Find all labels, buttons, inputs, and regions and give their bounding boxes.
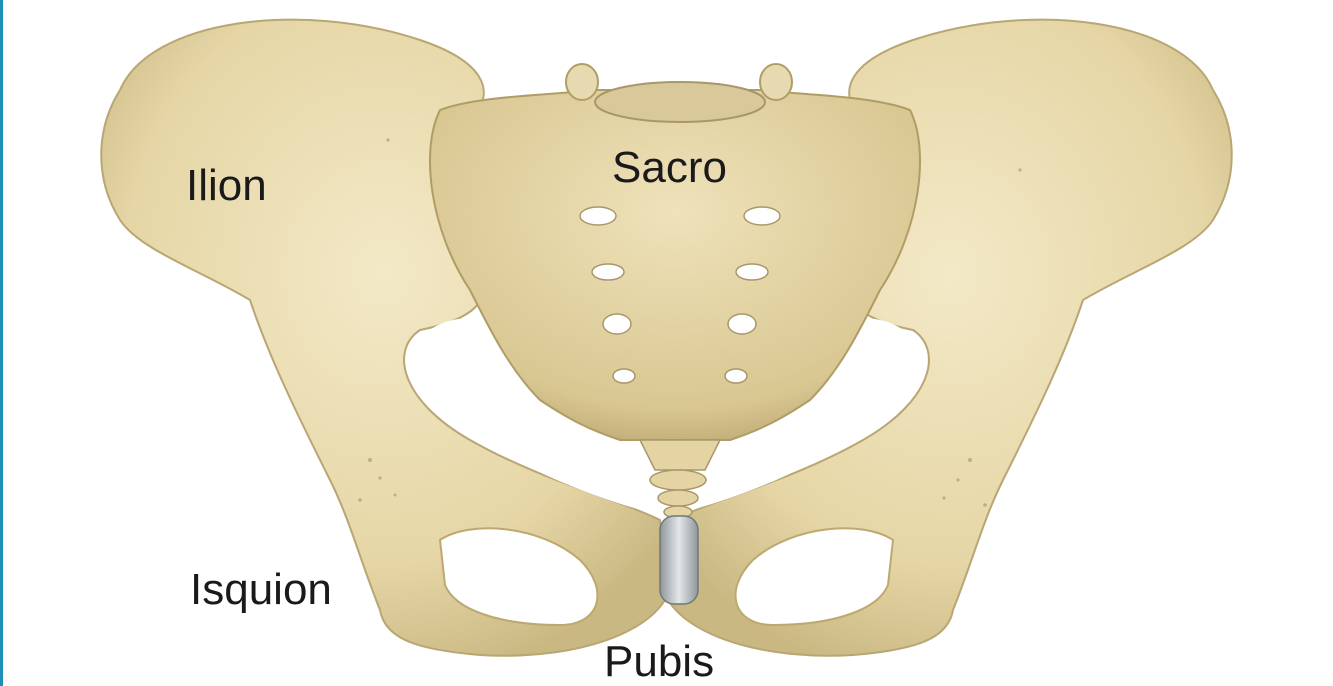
sacral-promontory <box>595 82 765 122</box>
label-ilion: Ilion <box>186 164 267 208</box>
pubic-symphysis <box>660 516 698 604</box>
label-pubis: Pubis <box>604 640 714 684</box>
label-sacro: Sacro <box>612 146 727 190</box>
right-articular-process <box>760 64 792 100</box>
left-articular-process <box>566 64 598 100</box>
label-isquion: Isquion <box>190 568 332 612</box>
